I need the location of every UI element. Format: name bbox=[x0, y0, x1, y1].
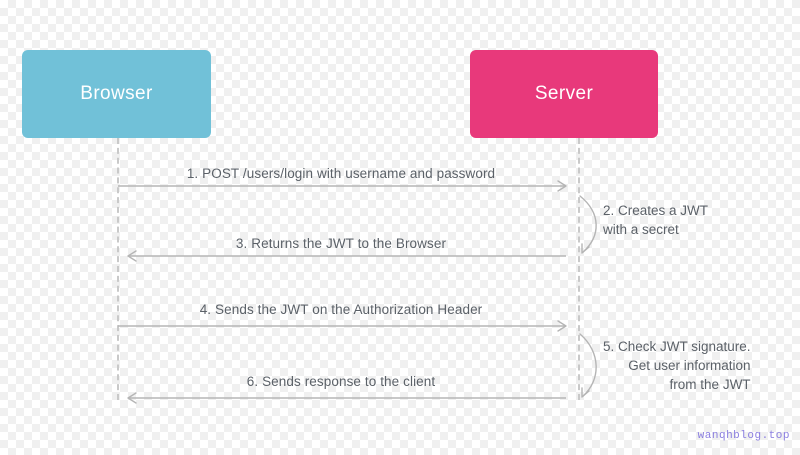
message-label-1: 1. POST /users/login with username and p… bbox=[186, 166, 496, 181]
message-label-3: 3. Returns the JWT to the Browser bbox=[235, 236, 447, 251]
message-note-2: 2. Creates a JWT with a secret bbox=[603, 203, 709, 237]
message-arrow-6 bbox=[127, 392, 566, 404]
message-label-6: 6. Sends response to the client bbox=[246, 374, 436, 389]
actor-label-browser: Browser bbox=[80, 83, 153, 104]
message-arrow-5-self bbox=[579, 333, 597, 398]
actor-box-browser[interactable]: Browser bbox=[22, 50, 211, 138]
message-arrow-2-self bbox=[579, 195, 597, 254]
message-label-4: 4. Sends the JWT on the Authorization He… bbox=[199, 302, 483, 317]
message-note-5: 5. Check JWT signature. Get user informa… bbox=[603, 339, 751, 392]
message-arrow-4 bbox=[118, 320, 567, 332]
actor-box-server[interactable]: Server bbox=[470, 50, 658, 138]
actor-label-server: Server bbox=[534, 83, 594, 104]
watermark: wanqhblog.top bbox=[697, 430, 790, 442]
lifeline-browser bbox=[117, 138, 119, 400]
message-arrow-1 bbox=[118, 180, 567, 192]
lifeline-server bbox=[578, 138, 580, 400]
message-arrow-3 bbox=[127, 250, 566, 262]
